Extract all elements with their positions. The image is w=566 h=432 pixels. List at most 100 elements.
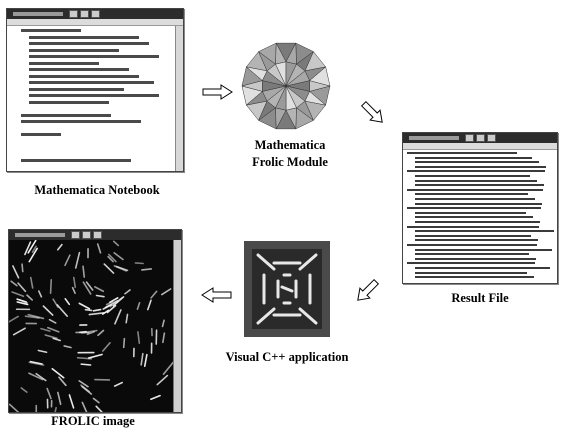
frolic-streak [94,286,105,293]
vcpp-streak [256,307,276,325]
frolic-streak [72,276,77,289]
result-data-line [407,262,535,265]
result-data-line [415,165,546,168]
right-outline-arrow [202,84,233,100]
notebook-code-line [21,29,81,32]
notebook-code-line [29,42,149,45]
frolic-streak [12,327,26,336]
frolic-streak [16,301,29,306]
frolic-streak [27,240,37,254]
frolic-streak [80,363,92,366]
frolic-streak [68,394,75,409]
result-data-line [415,257,536,260]
result-file-window [402,132,558,284]
frolic-streak [47,326,60,333]
frolic-streak [78,302,91,310]
caption-result-file: Result File [451,291,509,305]
result-data-line [415,179,537,182]
frolic-streak [24,315,40,319]
frolic-streak [113,381,123,387]
notebook-code-line [29,35,139,39]
frolic-streak [150,290,158,299]
notebook-code-line [29,81,154,84]
frolic-streak [150,394,161,401]
frolic-streak [26,294,33,301]
frolic-streak [9,315,19,323]
notebook-code-line [29,68,129,71]
result-data-line [415,184,544,187]
frolic-streak [79,330,87,334]
frolic-streak [103,263,115,274]
frolic-streak [46,387,52,400]
frolic-streak [134,262,144,265]
frolic-streak [141,268,153,271]
frolic-streak [27,313,45,320]
frolic-streak [10,280,18,287]
down-right-outline-arrow [360,100,383,123]
frolic-streak [76,356,93,360]
frolic-streak [11,291,25,298]
frolic-streak [80,384,90,393]
frolic-streak [42,305,54,316]
frolic-module-polyhedron [241,42,331,130]
result-data-line [415,216,533,219]
frolic-streak [63,345,72,349]
frolic-streak [156,374,169,386]
notebook-code [7,26,175,171]
notebook-code-line [29,48,119,52]
frolic-streak [17,282,27,293]
frolic-titlebar [9,230,181,240]
frolic-streak [12,265,20,279]
result-data-line [415,211,526,214]
result-menubar [403,143,557,150]
frolic-streak [92,308,102,312]
notebook-code-line [21,113,111,117]
frolic-scrollbar [173,240,181,412]
frolic-streak [71,286,76,294]
result-data-line [415,193,528,196]
caption-mathematica-notebook: Mathematica Notebook [34,183,160,197]
result-data-line [415,271,527,274]
notebook-scrollbar [175,26,183,171]
result-data-line [415,175,530,177]
result-data-line [415,161,539,164]
frolic-streak [114,309,122,325]
frolic-streak [51,367,65,379]
result-data-line [415,267,550,269]
frolic-streak [57,391,62,405]
visual-cpp-render [244,241,330,337]
result-data-line [415,198,535,200]
frolic-streak [28,372,44,381]
frolic-streak [56,243,63,251]
notebook-code-line [29,61,99,65]
vcpp-streak [280,285,294,293]
frolic-streak [28,361,45,366]
result-data-line [415,248,552,251]
frolic-streak [20,387,28,393]
result-data-line [415,239,538,242]
result-data-line [407,244,537,246]
frolic-streak [125,313,129,324]
frolic-streak [85,281,94,291]
notebook-code-line [29,74,139,78]
frolic-streak [97,329,105,337]
frolic-streak [113,252,124,261]
frolic-streak [112,240,120,247]
frolic-streak [87,353,103,359]
frolic-streak [81,401,88,412]
caption-visual-cpp: Visual C++ application [225,350,349,364]
frolic-streak [162,332,166,344]
frolic-streak [56,304,69,317]
caption-module-line2: Frolic Module [252,155,328,169]
result-data-line [415,276,534,279]
frolic-streak [113,265,127,272]
polyhedron-facet [285,70,310,87]
frolic-streak [161,319,165,328]
frolic-streak [58,376,67,387]
frolic-image-window [8,229,182,413]
result-data-line [407,170,545,173]
frolic-streak [162,361,173,375]
frolic-streak [143,353,148,367]
frolic-streak [24,241,32,256]
vcpp-streak [298,253,318,271]
